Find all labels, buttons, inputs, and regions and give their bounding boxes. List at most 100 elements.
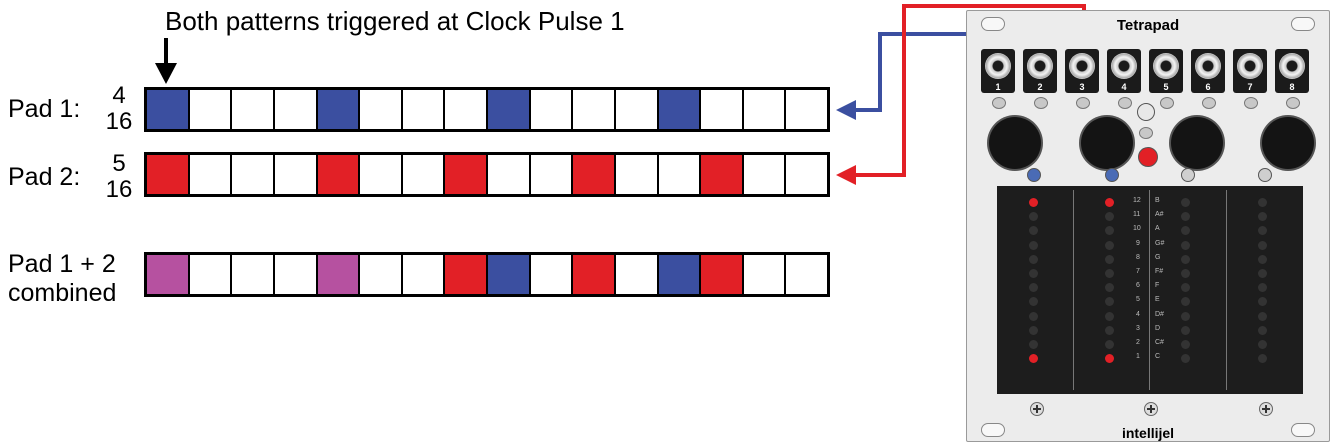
note-led — [1181, 269, 1190, 278]
step-cell — [147, 90, 190, 129]
output-jack-2[interactable]: 2 — [1023, 49, 1057, 93]
note-led — [1258, 254, 1267, 264]
step-cell — [615, 90, 659, 129]
pad-knob-2[interactable] — [1081, 117, 1133, 169]
note-led — [1105, 325, 1114, 335]
note-name: A — [1155, 225, 1160, 233]
step-cell — [658, 155, 702, 194]
pad2-label: Pad 2: — [8, 163, 81, 191]
note-number: 10 — [1133, 225, 1141, 233]
screw-icon — [1144, 402, 1158, 416]
note-led — [1181, 283, 1190, 293]
step-cell — [786, 155, 827, 194]
note-led — [1029, 297, 1038, 307]
pad-knob-3[interactable] — [1171, 117, 1223, 169]
note-led — [1258, 354, 1267, 364]
step-cell — [786, 255, 827, 294]
record-button[interactable] — [1138, 147, 1158, 167]
note-led — [1105, 297, 1114, 307]
note-led — [1181, 240, 1190, 250]
step-cell — [445, 90, 488, 129]
pad-led-3 — [1181, 168, 1195, 182]
step-cell — [317, 155, 361, 194]
step-cell — [189, 155, 233, 194]
output-jack-6[interactable]: 6 — [1191, 49, 1225, 93]
note-name: C — [1155, 353, 1161, 361]
step-cell — [488, 255, 531, 294]
step-cell — [658, 255, 702, 294]
clock-pulse-arrowhead — [155, 63, 177, 84]
note-led — [1105, 198, 1114, 207]
step-cell — [317, 255, 361, 294]
note-led — [1258, 269, 1267, 278]
note-led — [1105, 240, 1114, 250]
note-number: 2 — [1136, 339, 1140, 346]
step-cell — [488, 90, 531, 129]
note-led — [1258, 240, 1267, 250]
step-cell — [147, 255, 190, 294]
screw-icon — [1259, 402, 1273, 416]
jack-number: 6 — [1205, 82, 1211, 92]
note-led — [1258, 297, 1267, 307]
note-led — [1029, 283, 1038, 293]
output-jack-5[interactable]: 5 — [1149, 49, 1183, 93]
mode-led — [1139, 127, 1153, 139]
output-jack-3[interactable]: 3 — [1065, 49, 1099, 93]
note-number: 7 — [1136, 268, 1140, 275]
note-led — [1258, 226, 1267, 236]
step-cell — [445, 155, 488, 194]
pad-led-2 — [1105, 168, 1119, 182]
step-cell — [402, 255, 446, 294]
output-jack-8[interactable]: 8 — [1275, 49, 1309, 93]
combined-label-line2: combined — [8, 279, 117, 307]
note-led — [1258, 198, 1267, 207]
note-name: E — [1155, 296, 1160, 304]
jack-number: 4 — [1121, 82, 1127, 92]
pad-knob-1[interactable] — [989, 117, 1041, 169]
step-cell — [743, 155, 787, 194]
note-led — [1258, 311, 1267, 321]
note-number: 4 — [1136, 310, 1140, 318]
output-jack-7[interactable]: 7 — [1233, 49, 1267, 93]
jack-led — [1202, 97, 1216, 109]
output-jack-1[interactable]: 1 — [981, 49, 1015, 93]
note-led — [1029, 269, 1038, 278]
note-led — [1105, 354, 1114, 364]
note-led — [1105, 269, 1114, 278]
diagram-title: Both patterns triggered at Clock Pulse 1 — [165, 6, 625, 36]
step-cell — [701, 255, 744, 294]
note-led — [1181, 297, 1190, 307]
note-led — [1258, 283, 1267, 293]
note-led — [1105, 254, 1114, 264]
jack-number: 5 — [1163, 82, 1169, 92]
module-name: Tetrapad — [1116, 17, 1180, 34]
pad1-denominator: 16 — [105, 108, 133, 135]
note-led — [1105, 340, 1114, 349]
red-cable-arrowhead — [836, 165, 856, 185]
mount-hole-bottom-right — [1291, 423, 1315, 437]
note-led — [1029, 212, 1038, 222]
note-name: C# — [1155, 339, 1164, 346]
pad-knob-4[interactable] — [1262, 117, 1314, 169]
note-led — [1258, 340, 1267, 349]
note-name: G — [1155, 253, 1161, 261]
note-led — [1105, 226, 1114, 236]
screw-icon — [1030, 402, 1044, 416]
step-cell — [530, 90, 574, 129]
step-cell — [701, 90, 744, 129]
output-jack-4[interactable]: 4 — [1107, 49, 1141, 93]
jack-led — [1244, 97, 1258, 109]
step-cell — [743, 255, 787, 294]
step-cell — [360, 255, 403, 294]
step-cell — [488, 155, 531, 194]
note-number: 11 — [1133, 211, 1141, 219]
blue-cable-arrowhead — [836, 100, 856, 120]
mode-button[interactable] — [1137, 103, 1155, 121]
note-led — [1029, 240, 1038, 250]
note-led — [1105, 311, 1114, 321]
step-cell — [573, 90, 616, 129]
pad1-numerator: 4 — [112, 82, 126, 109]
note-number: 6 — [1136, 282, 1140, 290]
step-cell — [615, 155, 659, 194]
